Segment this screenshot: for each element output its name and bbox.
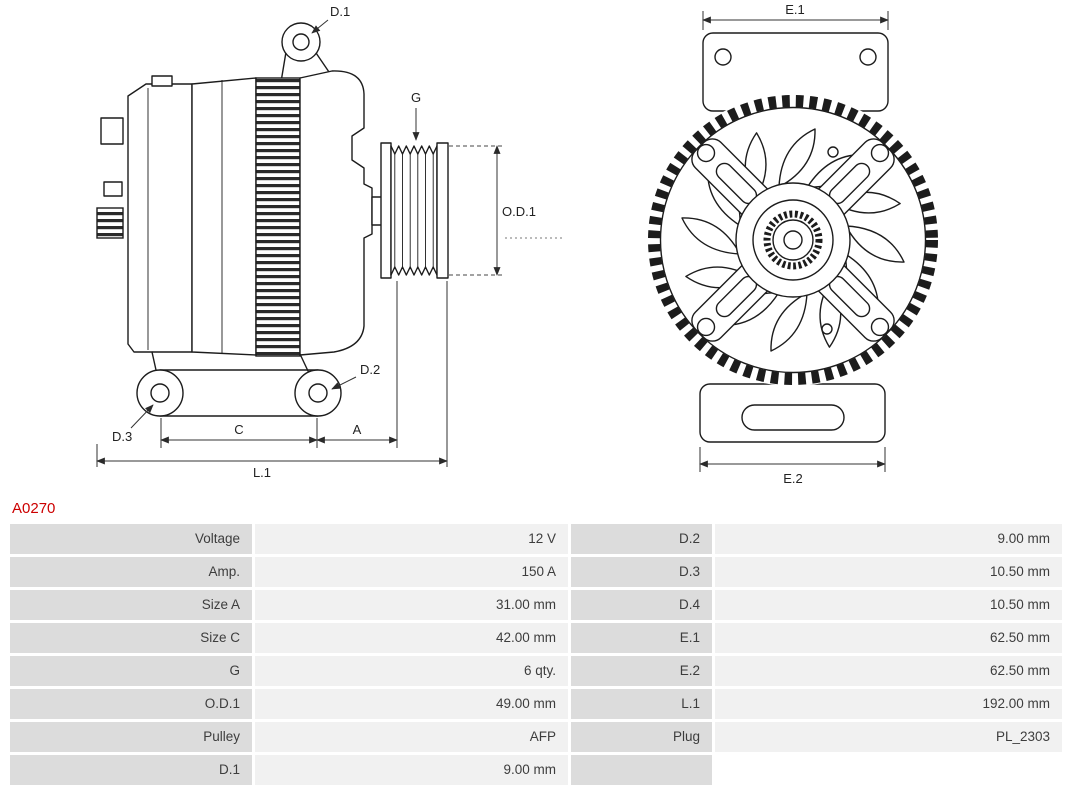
spec-label: Size C [10,623,252,653]
top-mount-hole-inner [292,33,310,51]
dim-label-d3: D.3 [112,429,132,444]
dim-ext-od1 [449,145,503,276]
dim-label-d2: D.2 [360,362,380,377]
spec-value: AFP [255,722,568,752]
dim-label-od1: O.D.1 [502,204,536,219]
part-number: A0270 [12,500,56,517]
pulley-grooves-bottom [390,266,438,276]
pulley-left-flange [380,142,392,279]
dim-leader-d2 [331,376,357,390]
alternator-technical-diagram: D.1 G O.D.1 D.2 D.3 C A L.1 E.1 [96,2,939,486]
spec-label: Plug [571,722,712,752]
dim-label-c: C [234,422,243,437]
spec-label: Amp. [10,557,252,587]
bottom-flange-slot [741,404,845,431]
mount-hole-left [150,383,170,403]
dim-leader-d3 [130,404,154,429]
alternator-side-view: D.1 G O.D.1 D.2 D.3 C A L.1 [96,4,565,480]
spec-label: D.3 [571,557,712,587]
dim-label-a: A [353,422,362,437]
pulley-grooves-top [390,145,438,155]
spec-label: Voltage [10,524,252,554]
spec-label: D.1 [10,755,252,785]
spec-value: 31.00 mm [255,590,568,620]
dim-label-l1: L.1 [253,465,271,480]
spec-value: 12 V [255,524,568,554]
detail-hole-bottom [821,323,833,335]
spec-table: Voltage 12 V D.2 9.00 mm Amp. 150 A D.3 … [10,524,1070,785]
dim-label-g: G [411,90,421,105]
cooling-fins-ring [648,95,938,385]
spec-label: D.4 [571,590,712,620]
dim-label-d1: D.1 [330,4,350,19]
mid-bracket [191,77,257,356]
spec-label [571,755,712,785]
spec-label: O.D.1 [10,689,252,719]
spec-value: 42.00 mm [255,623,568,653]
spec-label: E.2 [571,656,712,686]
top-flange-hole-right [859,48,877,66]
dim-label-e2: E.2 [783,471,803,486]
spec-label: E.1 [571,623,712,653]
spec-label: Size A [10,590,252,620]
spec-label: G [10,656,252,686]
connector-tab [103,181,123,197]
spec-value: 9.00 mm [715,524,1062,554]
spec-value: 6 qty. [255,656,568,686]
stator-stack [255,77,301,357]
spec-label: L.1 [571,689,712,719]
brush-holder [151,75,173,87]
spec-value: 10.50 mm [715,590,1062,620]
spec-value: 49.00 mm [255,689,568,719]
spec-value: 192.00 mm [715,689,1062,719]
knurled-ring [763,210,823,270]
spec-value: 10.50 mm [715,557,1062,587]
threaded-stud [96,207,124,239]
diagram-svg: D.1 G O.D.1 D.2 D.3 C A L.1 E.1 [96,2,939,486]
pulley-right-flange [436,142,449,279]
mount-bar [159,369,319,417]
front-housing [299,70,373,356]
terminal-block [100,117,124,145]
rear-housing [127,83,193,353]
dim-label-e1: E.1 [785,2,805,17]
spec-value: PL_2303 [715,722,1062,752]
spec-value: 62.50 mm [715,623,1062,653]
spec-label: D.2 [571,524,712,554]
detail-hole-top [827,146,839,158]
spec-value-empty [715,755,1062,785]
spec-value: 9.00 mm [255,755,568,785]
alternator-front-view: E.1 [647,2,939,486]
dim-leader-d1 [311,19,329,34]
spec-label: Pulley [10,722,252,752]
shaft-hole [783,230,803,250]
top-flange-hole-left [714,48,732,66]
mount-hole-right [308,383,328,403]
spec-value: 150 A [255,557,568,587]
spec-value: 62.50 mm [715,656,1062,686]
